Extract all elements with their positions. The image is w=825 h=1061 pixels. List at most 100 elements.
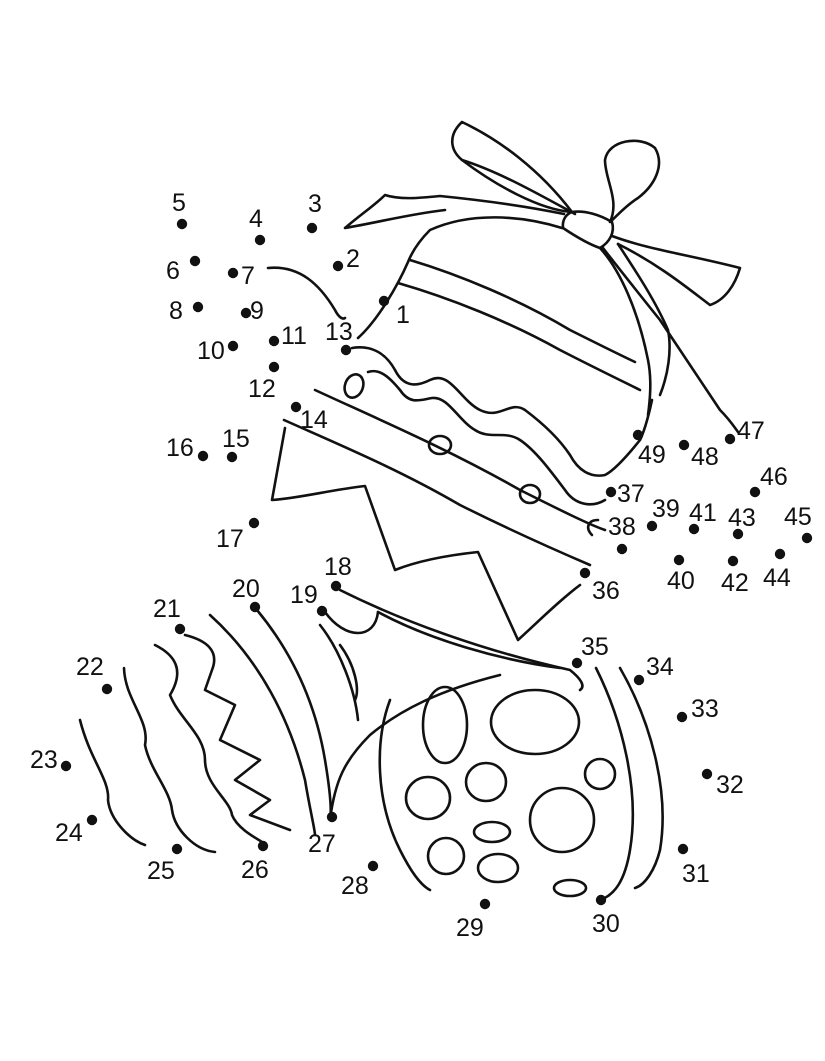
dot-label: 3 (308, 190, 322, 218)
dot-34: 34 (633, 653, 674, 686)
dot-5: 5 (172, 189, 188, 230)
dot-28: 28 (341, 860, 379, 900)
dot-marker (367, 860, 379, 872)
dot-marker (579, 567, 591, 579)
dot-label: 42 (721, 569, 749, 597)
dot-30: 30 (592, 894, 620, 938)
dot-7: 7 (227, 262, 255, 290)
dot-label: 20 (232, 575, 260, 603)
dot-43: 43 (728, 504, 756, 540)
dot-marker (378, 295, 390, 307)
dot-10: 10 (197, 337, 239, 365)
dot-47: 47 (724, 417, 765, 445)
dot-marker (248, 517, 260, 529)
dot-label: 7 (241, 262, 255, 290)
dot-marker (306, 222, 318, 234)
dot-marker (316, 605, 328, 617)
dot-label: 12 (248, 375, 276, 403)
dot-label: 41 (689, 499, 717, 527)
dot-37: 37 (605, 480, 645, 508)
dot-label: 25 (147, 857, 175, 885)
dot-label: 18 (324, 553, 352, 581)
dot-8: 8 (169, 297, 204, 325)
dot-marker (189, 255, 201, 267)
dot-marker (192, 301, 204, 313)
dot-35: 35 (571, 633, 609, 669)
dot-label: 28 (341, 872, 369, 900)
dot-marker (633, 674, 645, 686)
dot-49: 49 (632, 429, 666, 469)
dot-14: 14 (290, 401, 328, 434)
dot-38: 38 (608, 513, 636, 555)
dot-marker (332, 260, 344, 272)
dot-31: 31 (677, 843, 710, 888)
dot-label: 30 (592, 910, 620, 938)
dot-marker (240, 307, 252, 319)
dot-label: 38 (608, 513, 636, 541)
dot-marker (60, 760, 72, 772)
dot-marker (632, 429, 644, 441)
dot-9: 9 (240, 297, 264, 325)
dot-41: 41 (688, 499, 717, 535)
dot-32: 32 (701, 768, 744, 799)
dot-label: 13 (325, 318, 353, 346)
dot-label: 33 (691, 695, 719, 723)
dot-label: 48 (691, 443, 719, 471)
dot-marker (226, 451, 238, 463)
dot-label: 39 (652, 495, 680, 523)
dot-label: 17 (216, 525, 244, 553)
dot-12: 12 (248, 361, 280, 403)
dot-marker (676, 711, 688, 723)
dot-18: 18 (324, 553, 352, 592)
dot-label: 27 (308, 830, 336, 858)
dot-marker (101, 683, 113, 695)
dot-label: 15 (222, 425, 250, 453)
dot-33: 33 (676, 695, 719, 723)
dot-marker (616, 543, 628, 555)
dot-label: 40 (667, 567, 695, 595)
dot-22: 22 (76, 653, 113, 695)
dot-label: 35 (581, 633, 609, 661)
dot-label: 46 (760, 463, 788, 491)
dot-36: 36 (579, 567, 620, 605)
dots-layer: 1 2 3 4 5 6 7 8 9 10 11 12 13 14 15 16 1… (30, 189, 813, 942)
dot-marker (801, 532, 813, 544)
dot-label: 1 (396, 301, 410, 329)
dot-29: 29 (456, 898, 491, 942)
dot-marker (701, 768, 713, 780)
dot-3: 3 (306, 190, 322, 234)
upper-egg-drawing (270, 216, 654, 642)
dot-label: 36 (592, 577, 620, 605)
dot-marker (174, 623, 186, 635)
dot-26: 26 (241, 840, 269, 884)
dot-label: 19 (290, 581, 318, 609)
dot-label: 34 (646, 653, 674, 681)
dot-11: 11 (268, 322, 307, 350)
dot-label: 31 (682, 860, 710, 888)
dot-27: 27 (308, 811, 338, 858)
dot-marker (176, 218, 188, 230)
dot-marker (774, 548, 786, 560)
dot-marker (479, 898, 491, 910)
grass-drawing (78, 266, 347, 854)
dot-25: 25 (147, 843, 183, 885)
dot-label: 2 (346, 245, 360, 273)
dot-21: 21 (153, 595, 186, 635)
dot-label: 49 (638, 441, 666, 469)
dot-1: 1 (378, 295, 410, 329)
dot-marker (326, 811, 338, 823)
dot-marker (254, 234, 266, 246)
dot-marker (724, 433, 736, 445)
dot-marker (678, 439, 690, 451)
dot-marker (727, 555, 739, 567)
dot-marker (268, 361, 280, 373)
dot-19: 19 (290, 581, 328, 617)
line-art (78, 120, 742, 902)
dot-23: 23 (30, 746, 72, 774)
dot-marker (249, 601, 261, 613)
dot-marker (646, 520, 658, 532)
dot-marker (197, 450, 209, 462)
dot-label: 43 (728, 504, 756, 532)
dot-24: 24 (55, 814, 98, 847)
dot-45: 45 (784, 503, 813, 544)
